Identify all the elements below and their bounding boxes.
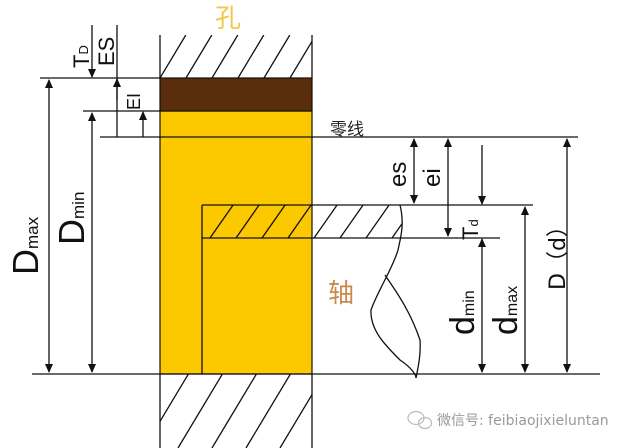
label-TD: TD (69, 45, 94, 68)
hatch-line (245, 374, 291, 448)
hatch-line (339, 205, 364, 238)
hatch-line (263, 35, 291, 78)
hatch-line (279, 393, 312, 448)
label-Dmin: Dmin (51, 192, 92, 245)
label-ei: ei (419, 168, 446, 187)
shaft-tolerance-hatching (209, 205, 441, 238)
hole-hatching-top (160, 35, 472, 78)
zero-line-label: 零线 (330, 120, 364, 140)
label-Dmax: Dmax (5, 216, 46, 275)
hatch-line (316, 35, 342, 78)
shaft-break-line-2 (384, 274, 421, 379)
hatch-line (237, 35, 265, 78)
hatch-line (211, 374, 257, 448)
hatch-line (418, 205, 441, 238)
hatch-line (382, 374, 426, 448)
shaft-label: 轴 (328, 279, 354, 309)
hatch-line (420, 35, 446, 78)
hatch-line (416, 374, 460, 448)
label-ES: ES (94, 37, 119, 66)
hatch-line (185, 35, 213, 78)
watermark-text: 微信号: feibiaojixieluntan (437, 413, 609, 429)
hole-body (159, 110, 313, 375)
hatch-line (368, 35, 394, 78)
label-dmax: dmax (487, 286, 525, 335)
hatch-line (446, 35, 472, 78)
hatch-line (177, 374, 223, 448)
watermark: 微信号: feibiaojixieluntan (407, 410, 609, 430)
hatch-line (235, 205, 260, 238)
hatch-line (450, 374, 494, 448)
hatch-line (365, 205, 390, 238)
hatch-line (348, 374, 392, 448)
label-dmin: dmin (444, 290, 482, 335)
hole-label: 孔 (215, 4, 241, 34)
hatch-line (160, 35, 187, 78)
hatch-line (313, 205, 338, 238)
hatch-line (160, 374, 189, 423)
hatch-line (110, 374, 154, 448)
hatch-line (209, 205, 234, 238)
shaft-break-line (370, 204, 417, 379)
label-Td: Td (458, 219, 483, 240)
hatch-line (211, 35, 239, 78)
label-es: es (385, 162, 412, 187)
label-EI: EI (124, 93, 144, 110)
hole-hatching-bottom (110, 374, 494, 448)
hatch-line (314, 374, 358, 448)
wechat-icon (407, 410, 433, 430)
label-D-d: D（d） (546, 215, 571, 290)
hatch-line (261, 205, 286, 238)
hatch-line (287, 205, 312, 238)
hole-tolerance-zone (159, 77, 313, 112)
hatch-line (394, 35, 420, 78)
hatch-line (391, 222, 402, 238)
hatch-line (342, 35, 368, 78)
